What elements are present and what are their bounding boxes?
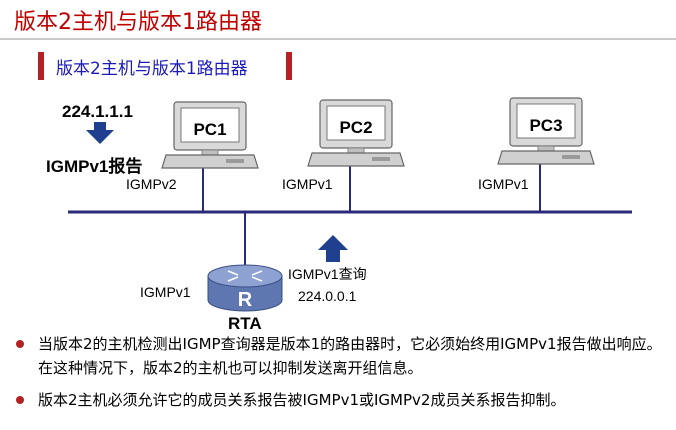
router-protocol-label: IGMPv1 (140, 284, 191, 300)
bullet-item: 版本2主机必须允许它的成员关系报告被IGMPv1或IGMPv2成员关系报告抑制。 (16, 388, 670, 412)
bullet-item: 当版本2的主机检测出IGMP查询器是版本1的路由器时，它必须始终用IGMPv1报… (16, 332, 670, 380)
pc1-protocol-label: IGMPv2 (126, 176, 177, 192)
bullet-text: 版本2主机必须允许它的成员关系报告被IGMPv1或IGMPv2成员关系报告抑制。 (38, 391, 566, 409)
pc1-label: PC1 (193, 120, 226, 139)
subtitle-bar-right (286, 52, 292, 80)
bullet-list: 当版本2的主机检测出IGMP查询器是版本1的路由器时，它必须始终用IGMPv1报… (16, 332, 670, 420)
subtitle: 版本2主机与版本1路由器 (56, 59, 248, 79)
router-symbol: R (238, 289, 253, 311)
query-type-label: IGMPv1查询 (288, 266, 367, 282)
report-group-label: 224.1.1.1 (62, 102, 133, 121)
pc3-label: PC3 (529, 116, 562, 135)
pc2-protocol-label: IGMPv1 (282, 176, 333, 192)
bullet-dot-icon (16, 340, 24, 348)
pc3-protocol-label: IGMPv1 (478, 176, 529, 192)
bullet-text: 当版本2的主机检测出IGMP查询器是版本1的路由器时，它必须始终用IGMPv1报… (38, 335, 662, 377)
router-icon: R (207, 264, 283, 312)
title-divider (0, 38, 676, 40)
page-title: 版本2主机与版本1路由器 (14, 10, 262, 35)
router-name-label: RTA (228, 314, 262, 333)
pc2-label: PC2 (339, 118, 372, 137)
query-arrow-icon (318, 235, 348, 262)
query-group-label: 224.0.0.1 (298, 288, 357, 304)
report-arrow-icon (86, 122, 114, 144)
report-type-label: IGMPv1报告 (46, 157, 143, 176)
subtitle-bar-left (38, 52, 44, 80)
bullet-dot-icon (16, 396, 24, 404)
